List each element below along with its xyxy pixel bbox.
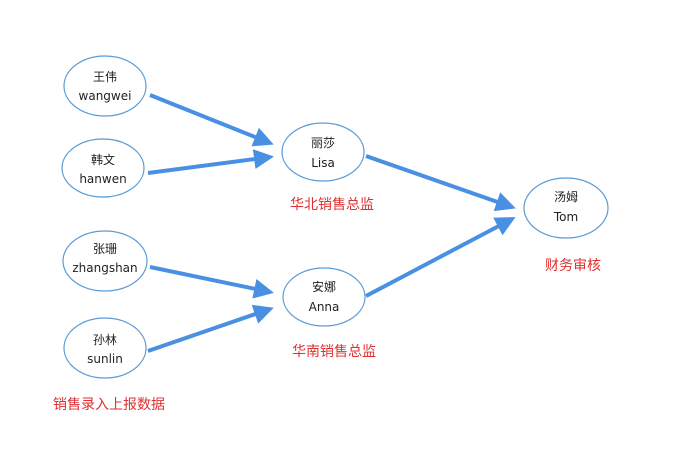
node-hanwen-name: 韩文: [91, 152, 115, 167]
edge-anna-to-tom: [365, 217, 516, 298]
label-sales-entry: 销售录入上报数据: [53, 397, 165, 413]
node-hanwen: 韩文 hanwen: [61, 138, 145, 198]
node-anna: 安娜 Anna: [282, 267, 366, 327]
node-lisa-pinyin: Lisa: [311, 156, 335, 170]
node-zhangshan: 张珊 zhangshan: [62, 230, 148, 292]
node-lisa-name: 丽莎: [311, 136, 335, 150]
node-sunlin-name: 孙林: [93, 333, 117, 347]
node-wangwei-name: 王伟: [93, 70, 117, 84]
node-tom-name: 汤姆: [554, 190, 578, 204]
node-hanwen-pinyin: hanwen: [79, 172, 126, 186]
node-tom-ellipse: [523, 177, 609, 239]
node-anna-ellipse: [282, 267, 366, 327]
node-sunlin: 孙林 sunlin: [63, 317, 147, 379]
label-north-director: 华北销售总监: [290, 197, 374, 213]
edge-zhangshan-to-anna: [149, 265, 274, 299]
node-zhangshan-pinyin: zhangshan: [72, 261, 137, 275]
node-anna-name: 安娜: [312, 279, 336, 294]
label-finance-review: 财务审核: [545, 258, 601, 274]
node-tom-pinyin: Tom: [553, 210, 578, 224]
node-wangwei-ellipse: [63, 55, 147, 117]
node-hanwen-ellipse: [61, 138, 145, 198]
edge-sunlin-to-anna: [147, 304, 274, 353]
node-lisa: 丽莎 Lisa: [281, 122, 365, 182]
node-lisa-ellipse: [281, 122, 365, 182]
node-tom: 汤姆 Tom: [523, 177, 609, 239]
node-wangwei-pinyin: wangwei: [79, 89, 132, 103]
node-anna-pinyin: Anna: [309, 300, 340, 314]
edge-lisa-to-tom: [365, 154, 516, 212]
node-zhangshan-name: 张珊: [93, 242, 117, 256]
node-sunlin-pinyin: sunlin: [87, 352, 123, 366]
node-zhangshan-ellipse: [62, 230, 148, 292]
edge-hanwen-to-lisa: [147, 149, 274, 175]
node-wangwei: 王伟 wangwei: [63, 55, 147, 117]
edge-wangwei-to-lisa: [149, 93, 274, 147]
label-south-director: 华南销售总监: [292, 344, 376, 360]
node-sunlin-ellipse: [63, 317, 147, 379]
